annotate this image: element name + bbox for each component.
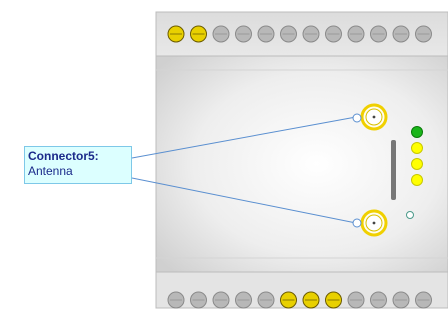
leader-line-upper [131, 116, 357, 159]
callout-connector-description: Antenna [28, 164, 73, 178]
status-led-4-yellow [411, 174, 423, 186]
status-led-2-yellow [411, 142, 423, 154]
top-terminal-row [167, 25, 432, 43]
small-led-icon [406, 211, 414, 219]
sma-connector-icon[interactable] [352, 103, 388, 131]
status-led-3-yellow [411, 158, 423, 170]
connector-anchor-lower [352, 218, 362, 228]
sma-connector-icon[interactable] [352, 209, 388, 237]
connector-anchor-upper [352, 113, 362, 123]
bottom-terminal-row [167, 291, 432, 309]
callout-connector-name: Connector5: [28, 149, 99, 163]
status-led-1-green [411, 126, 423, 138]
leader-line-lower [131, 177, 357, 224]
device-slot [391, 140, 396, 200]
status-led-column [411, 126, 423, 186]
device-housing-body [155, 55, 448, 273]
connector-callout: Connector5: Antenna [24, 146, 132, 184]
